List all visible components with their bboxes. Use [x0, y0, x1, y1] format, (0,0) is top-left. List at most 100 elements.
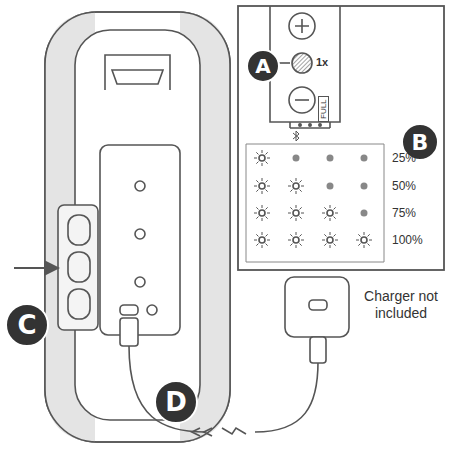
led-ray — [267, 158, 270, 159]
led-ray — [262, 245, 263, 248]
led-ray — [254, 186, 257, 187]
callout-letter: C — [17, 310, 36, 340]
led-ray — [330, 232, 331, 235]
led-ray — [334, 234, 336, 236]
led-ray — [322, 213, 325, 214]
led-off — [293, 155, 300, 162]
led-ray — [266, 180, 268, 182]
led-ray — [266, 217, 268, 219]
level-percent: 50% — [392, 179, 416, 193]
led-ray — [290, 234, 292, 236]
led-ray — [296, 232, 297, 235]
led-ray — [266, 162, 268, 164]
led-ray — [335, 213, 338, 214]
led-ray — [267, 213, 270, 214]
led-ray — [256, 180, 258, 182]
led-ray — [262, 232, 263, 235]
led-ray — [300, 190, 302, 192]
led-on — [293, 183, 299, 189]
led-on — [259, 237, 265, 243]
press-count: 1x — [316, 56, 328, 68]
led-ray — [369, 240, 372, 241]
led-ray — [290, 217, 292, 219]
led-on — [361, 237, 367, 243]
full-mark: FULL — [318, 96, 329, 122]
callout-letter: B — [412, 130, 429, 155]
led-ray — [296, 191, 297, 194]
led-ray — [356, 240, 359, 241]
led-ray — [358, 234, 360, 236]
led-ray — [364, 245, 365, 248]
led-ray — [254, 240, 257, 241]
led-ray — [334, 244, 336, 246]
led-ray — [300, 207, 302, 209]
led-ray — [266, 244, 268, 246]
led-on — [259, 183, 265, 189]
led-ray — [368, 234, 370, 236]
led-ray — [324, 234, 326, 236]
led-ray — [301, 240, 304, 241]
led-ray — [301, 186, 304, 187]
led-ray — [330, 205, 331, 208]
led-ray — [300, 217, 302, 219]
led-ray — [262, 205, 263, 208]
led-off — [361, 210, 368, 217]
led-ray — [262, 178, 263, 181]
led-ray — [256, 217, 258, 219]
callout-circle: A — [246, 49, 280, 83]
led-ray — [322, 240, 325, 241]
led-ray — [256, 244, 258, 246]
led-ray — [262, 191, 263, 194]
led-ray — [266, 190, 268, 192]
led-ray — [256, 190, 258, 192]
callout-letter: D — [165, 387, 187, 417]
led-ray — [296, 218, 297, 221]
led-ray — [324, 207, 326, 209]
led-ray — [296, 205, 297, 208]
led-ray — [300, 234, 302, 236]
led-ray — [290, 190, 292, 192]
led-ray — [358, 244, 360, 246]
led-ray — [267, 186, 270, 187]
led-ray — [368, 244, 370, 246]
level-percent: 100% — [392, 233, 423, 247]
callout-circle: D — [154, 380, 198, 424]
led-ray — [364, 232, 365, 235]
led-ray — [267, 240, 270, 241]
led-on — [327, 237, 333, 243]
led-ray — [262, 150, 263, 153]
led-off — [327, 183, 334, 190]
led-ray — [256, 162, 258, 164]
led-ray — [334, 207, 336, 209]
led-off — [361, 155, 368, 162]
led-ray — [335, 240, 338, 241]
led-ray — [324, 244, 326, 246]
led-ray — [262, 163, 263, 166]
led-ray — [254, 213, 257, 214]
level-percent: 25% — [392, 151, 416, 165]
led-ray — [288, 213, 291, 214]
charger-note: Charger not included — [355, 288, 447, 322]
led-ray — [301, 213, 304, 214]
led-ray — [324, 217, 326, 219]
led-ray — [266, 207, 268, 209]
led-off — [327, 155, 334, 162]
led-ray — [266, 234, 268, 236]
led-ray — [290, 180, 292, 182]
led-ray — [290, 244, 292, 246]
led-ray — [256, 207, 258, 209]
led-ray — [254, 158, 257, 159]
led-ray — [300, 180, 302, 182]
led-ray — [288, 240, 291, 241]
led-on — [327, 210, 333, 216]
callout-circle: C — [5, 303, 49, 347]
led-ray — [300, 244, 302, 246]
callout-letter: A — [255, 54, 270, 78]
led-ray — [262, 218, 263, 221]
level-percent: 75% — [392, 206, 416, 220]
led-ray — [330, 245, 331, 248]
led-ray — [330, 218, 331, 221]
led-on — [293, 210, 299, 216]
led-ray — [290, 207, 292, 209]
